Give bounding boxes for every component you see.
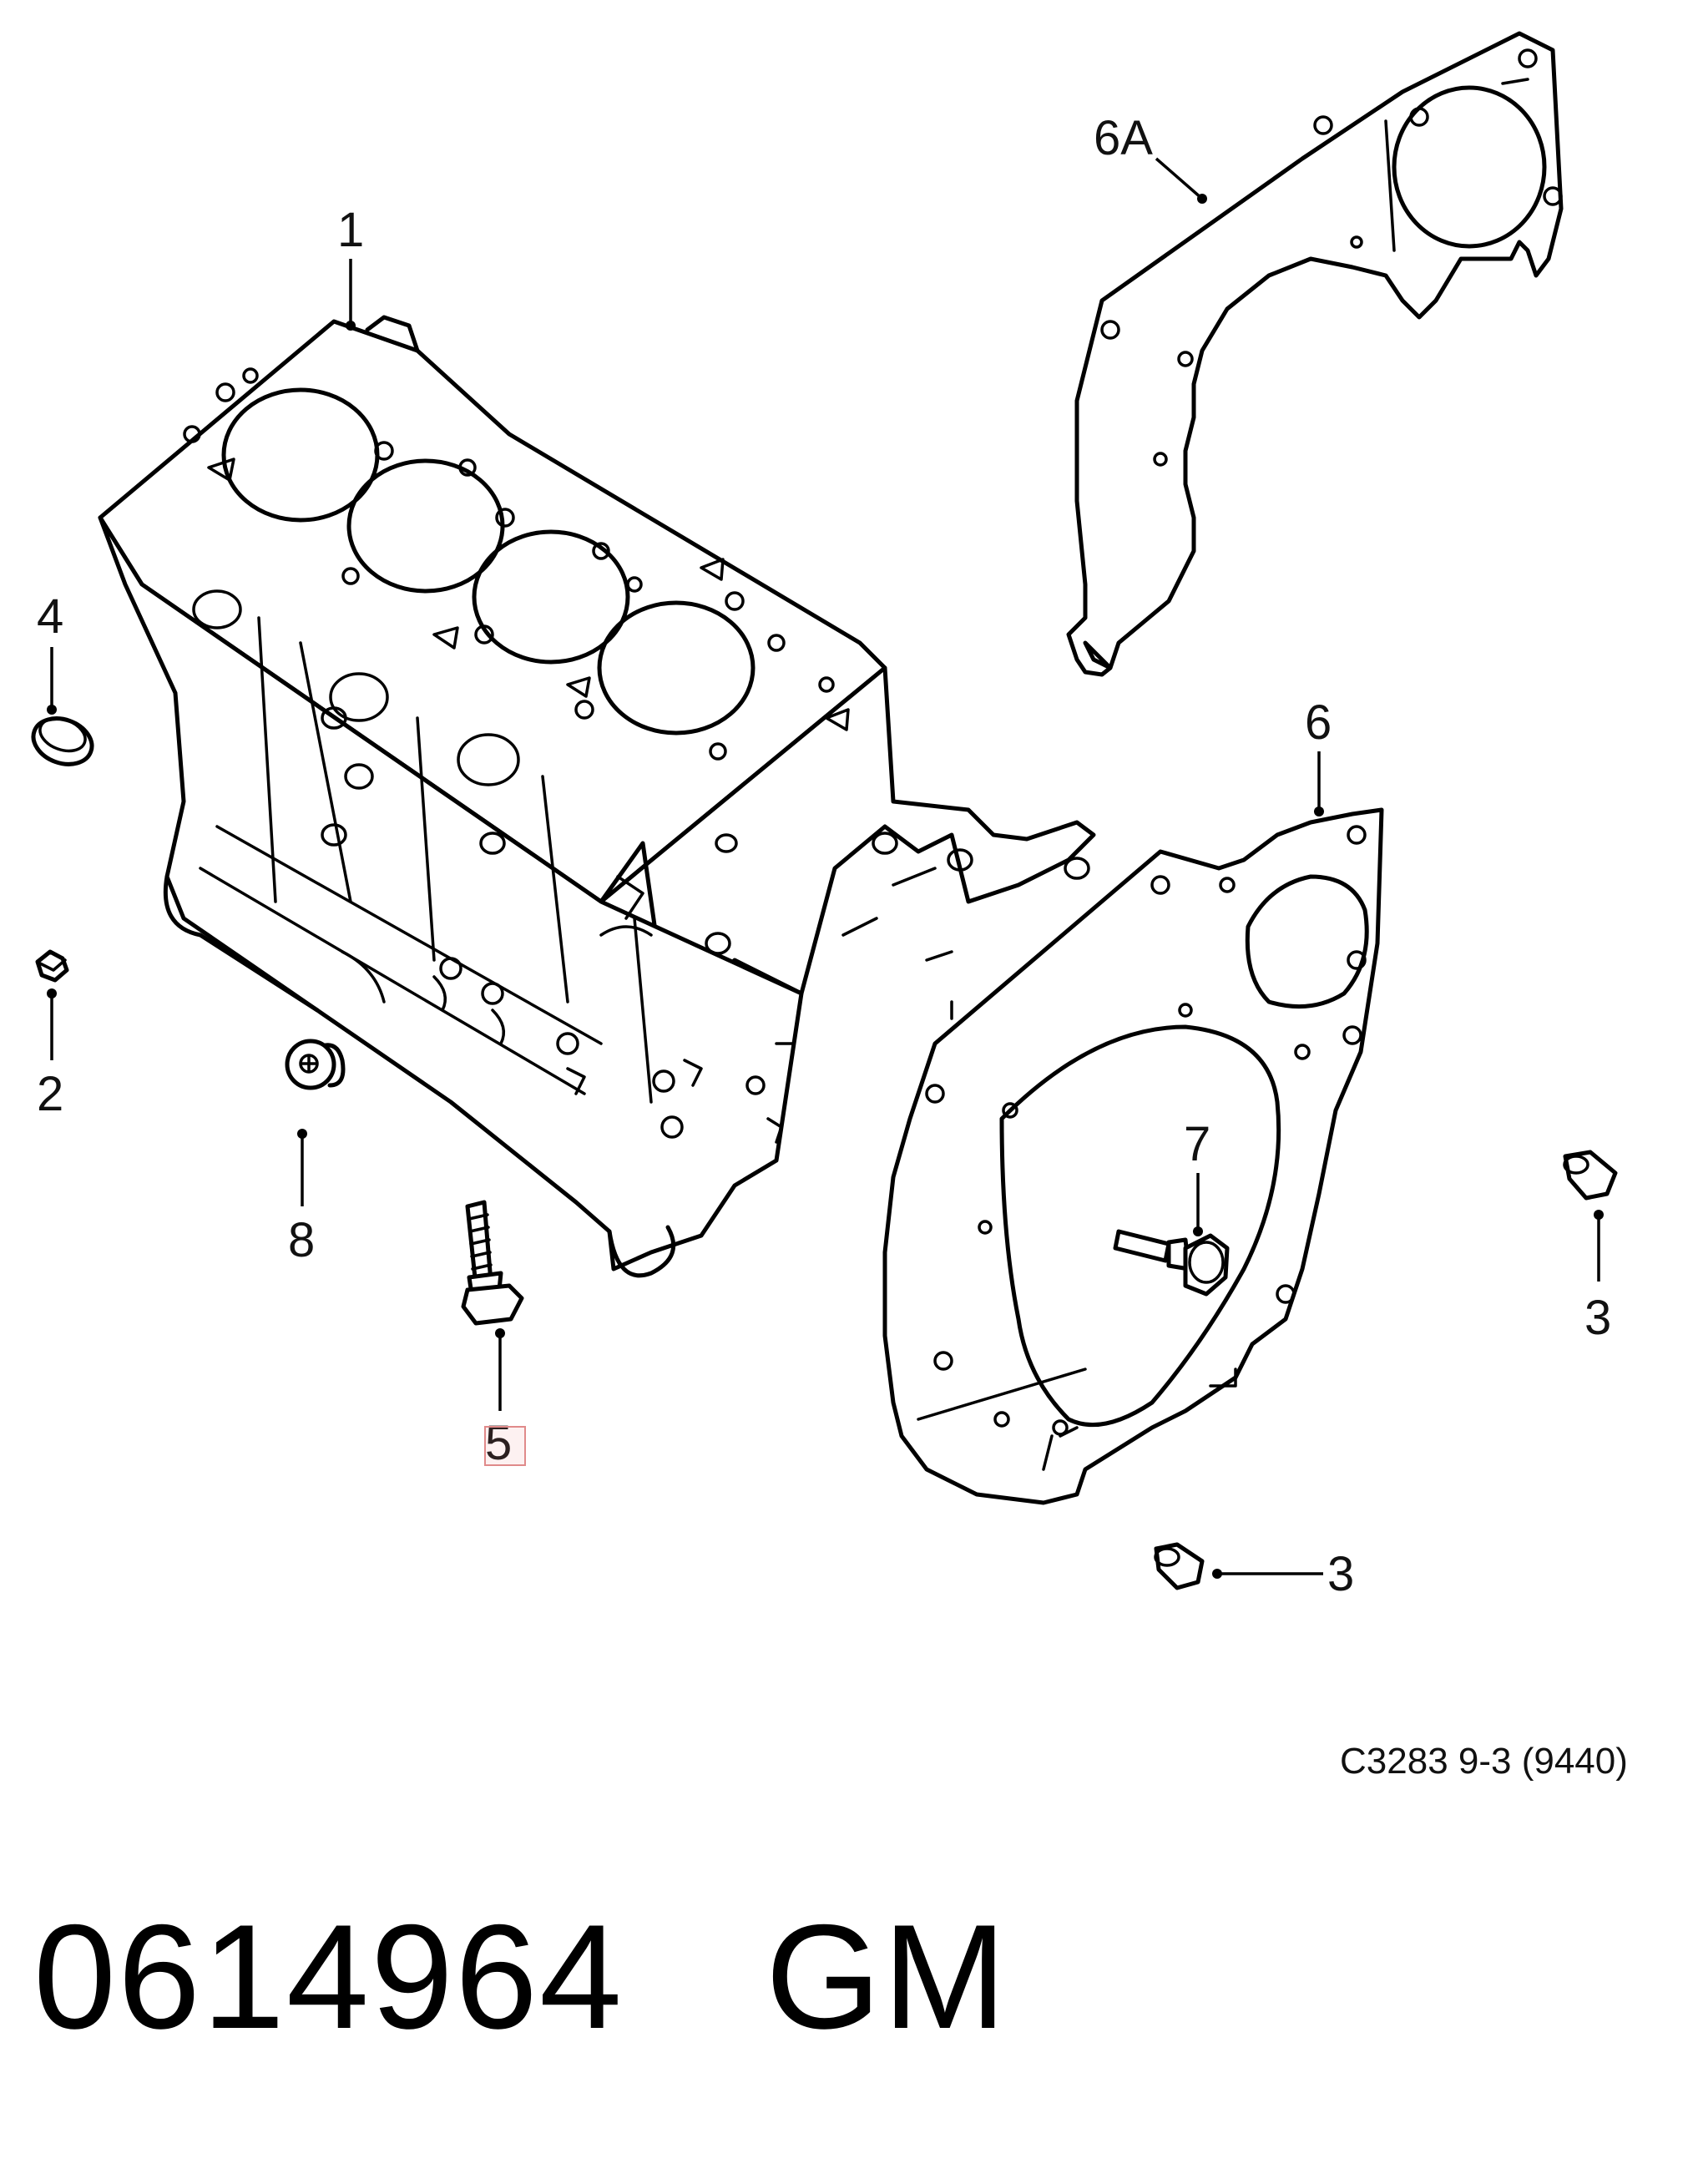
core-plug-icon	[285, 1039, 346, 1090]
oil-seal-ring-icon	[31, 716, 94, 766]
callout-6a: 6A	[1094, 111, 1153, 165]
callout-3: 3	[1584, 1291, 1611, 1345]
engine-block-icon	[98, 315, 1096, 1278]
callout-3: 3	[1327, 1547, 1354, 1601]
callout-6: 6	[1305, 695, 1332, 750]
leader-lines	[47, 157, 1604, 1579]
cover-plate-6a-icon	[1066, 31, 1564, 677]
part-number: 0614964	[33, 1893, 624, 2060]
cover-plate-6-icon	[882, 807, 1384, 1505]
callout-8: 8	[288, 1213, 315, 1267]
callout-7: 7	[1184, 1117, 1210, 1171]
highlight-box	[484, 1426, 526, 1466]
plug-icon	[35, 949, 69, 983]
callout-1: 1	[337, 203, 364, 257]
dowel-sleeve-icon	[1563, 1150, 1618, 1201]
bolt-icon	[461, 1200, 524, 1326]
part-number-line: 0614964 GM	[33, 1891, 1008, 2062]
diagram-reference: C3283 9-3 (9440)	[1340, 1741, 1628, 1782]
flywheel-bolt-icon	[1113, 1229, 1230, 1297]
dowel-sleeve-icon	[1154, 1542, 1205, 1590]
brand-name: GM	[765, 1893, 1008, 2060]
callout-5: 5	[485, 1416, 512, 1470]
callout-4: 4	[37, 589, 63, 644]
callout-2: 2	[37, 1067, 63, 1121]
